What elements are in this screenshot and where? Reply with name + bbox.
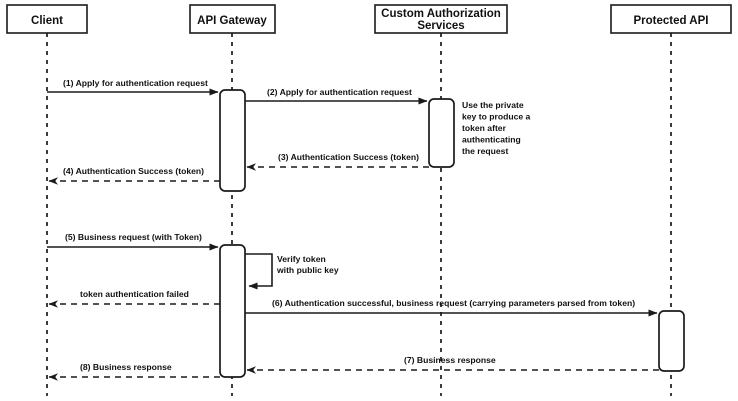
lifelines-layer — [46, 33, 672, 396]
self-message-arrow-verify-token — [245, 253, 273, 290]
participant-api-gateway[interactable]: API Gateway — [189, 4, 276, 34]
message-label-5: (5) Business request (with Token) — [65, 232, 202, 242]
messages-layer: (1) Apply for authentication request (2)… — [47, 78, 659, 381]
message-label-4: (4) Authentication Success (token) — [63, 166, 204, 176]
participant-box-protected-api[interactable] — [610, 4, 732, 34]
activation-bar-api-gateway-auth — [219, 89, 246, 192]
participant-protected-api[interactable]: Protected API — [610, 4, 732, 34]
message-8-business-response[interactable]: (8) Business response — [48, 362, 220, 381]
message-token-authentication-failed[interactable]: token authentication failed — [48, 289, 220, 308]
participant-label-custom-authorization-services-line1: Custom Authorization — [381, 8, 501, 20]
message-3-authentication-success-token[interactable]: (3) Authentication Success (token) — [246, 152, 429, 171]
message-label-7: (7) Business response — [404, 355, 496, 365]
participant-label-client: Client — [31, 15, 63, 27]
activation-bar-api-gateway-business — [219, 244, 246, 378]
activation-bars-layer — [219, 89, 685, 378]
message-label-6: (6) Authentication successful, business … — [272, 298, 635, 308]
participant-boxes-layer: Client API Gateway Custom Authorization … — [6, 4, 732, 34]
activation-bar-protected-api — [658, 310, 685, 372]
participant-box-custom-authorization-services[interactable] — [374, 4, 508, 34]
self-message-verify-token[interactable]: Verify token with public key — [245, 253, 339, 290]
message-7-business-response[interactable]: (7) Business response — [246, 355, 659, 374]
message-label-token-auth-failed: token authentication failed — [80, 289, 189, 299]
message-1-apply-for-authentication-request[interactable]: (1) Apply for authentication request — [47, 78, 219, 96]
participant-label-custom-authorization-services-line2: Services — [417, 20, 464, 32]
note-private-key: Use the private key to produce a token a… — [462, 100, 531, 156]
participant-label-protected-api: Protected API — [634, 15, 709, 27]
participant-label-api-gateway: API Gateway — [197, 15, 267, 27]
message-2-apply-for-authentication-request[interactable]: (2) Apply for authentication request — [245, 87, 428, 105]
message-4-authentication-success-token[interactable]: (4) Authentication Success (token) — [48, 166, 220, 185]
activation-bar-custom-authorization-services — [428, 98, 455, 168]
note-private-key-line-4: authenticating — [462, 135, 521, 145]
message-label-8: (8) Business response — [80, 362, 172, 372]
self-message-label-verify-token-line2: with public key — [276, 265, 339, 275]
participant-box-client[interactable] — [6, 4, 88, 34]
participant-custom-authorization-services[interactable]: Custom Authorization Services — [374, 4, 508, 34]
participant-box-api-gateway[interactable] — [189, 4, 276, 34]
participant-client[interactable]: Client — [6, 4, 88, 34]
message-label-1: (1) Apply for authentication request — [63, 78, 208, 88]
self-message-label-verify-token-line1: Verify token — [277, 254, 326, 264]
message-label-2: (2) Apply for authentication request — [267, 87, 412, 97]
note-private-key-line-2: key to produce a — [462, 112, 531, 122]
note-private-key-line-3: token after — [462, 123, 507, 133]
note-private-key-line-1: Use the private — [462, 100, 524, 110]
message-5-business-request-with-token[interactable]: (5) Business request (with Token) — [47, 232, 219, 251]
message-6-authentication-successful-business-request[interactable]: (6) Authentication successful, business … — [245, 298, 658, 317]
note-private-key-line-5: the request — [462, 146, 508, 156]
message-label-3: (3) Authentication Success (token) — [278, 152, 419, 162]
